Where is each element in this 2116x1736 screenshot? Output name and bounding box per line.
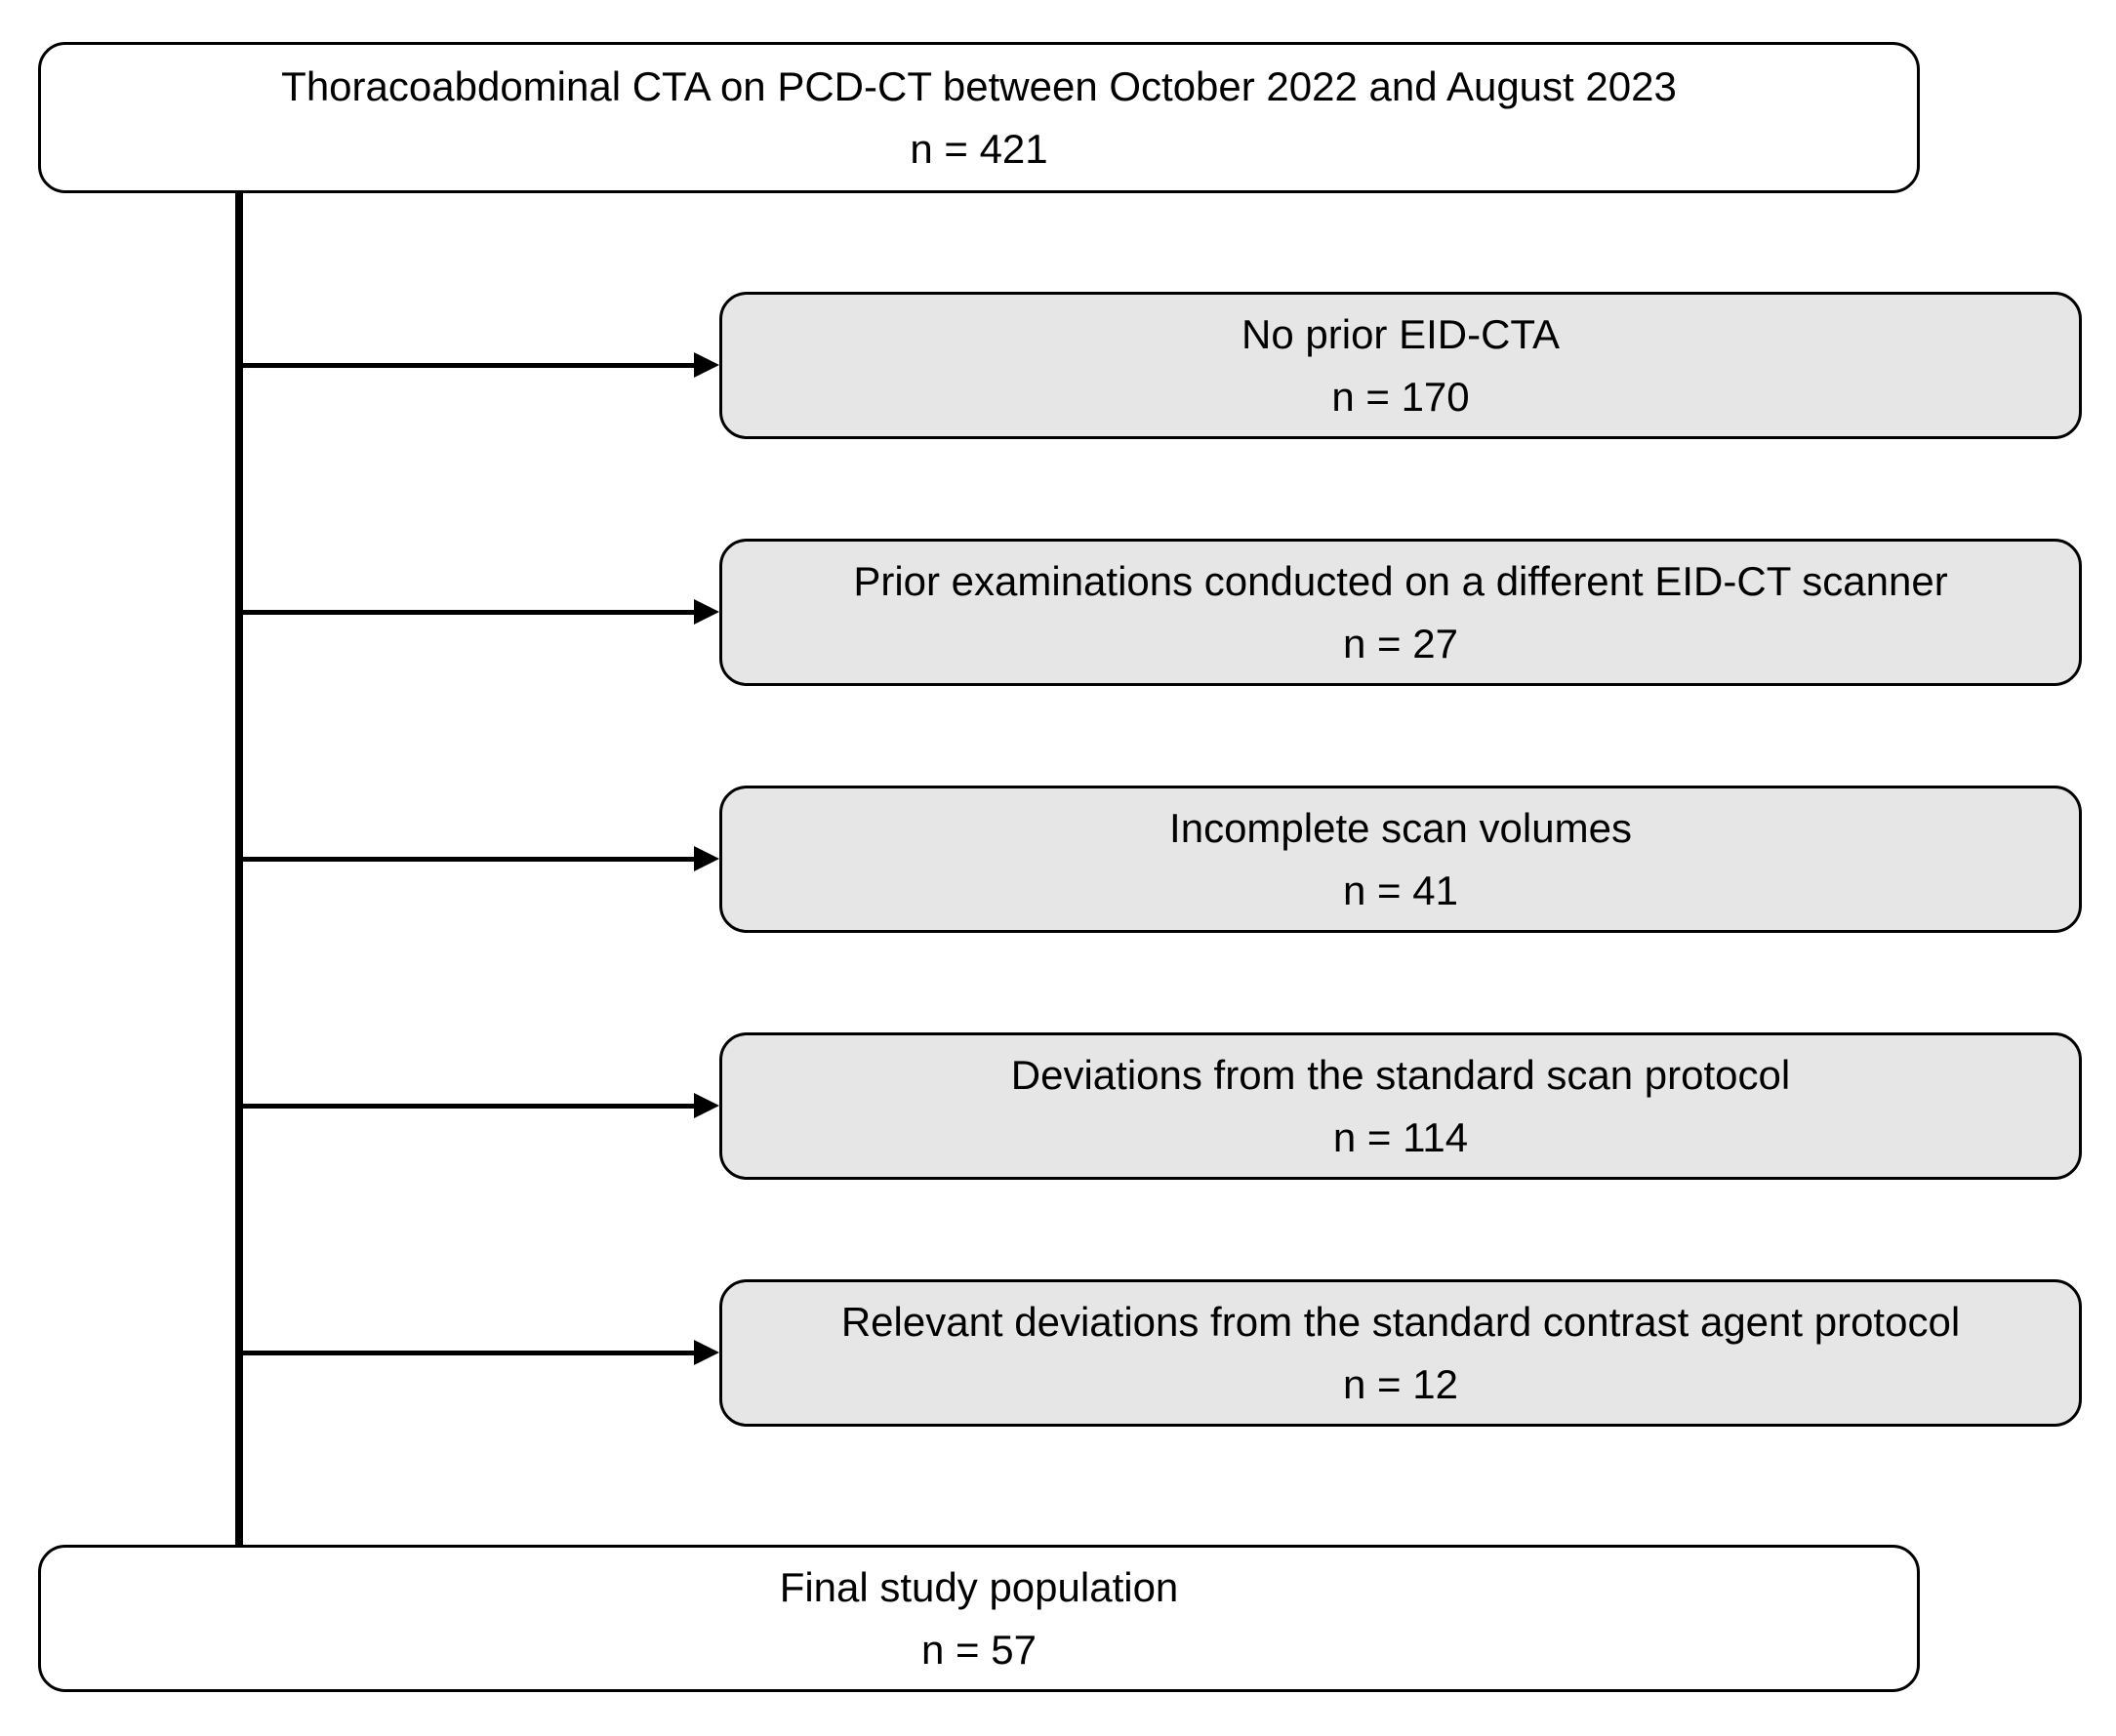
exclusion-count: n = 170 <box>1331 373 1470 420</box>
final-population-box: Final study population n = 57 <box>38 1545 1920 1692</box>
exclusion-box-scan-protocol-deviations: Deviations from the standard scan protoc… <box>719 1032 2082 1180</box>
exclusion-label: No prior EID-CTA <box>1241 310 1560 357</box>
arrow-line <box>239 362 694 368</box>
exclusion-arrow-2 <box>239 599 719 625</box>
exclusion-count: n = 114 <box>1332 1113 1469 1160</box>
arrowhead-right-icon <box>694 1093 719 1118</box>
initial-population-label: Thoracoabdominal CTA on PCD-CT between O… <box>281 62 1677 109</box>
arrowhead-right-icon <box>694 846 719 871</box>
exclusion-count: n = 41 <box>1343 867 1458 913</box>
arrow-line <box>239 609 694 615</box>
exclusion-label: Deviations from the standard scan protoc… <box>1010 1051 1791 1098</box>
arrow-line <box>239 1103 694 1109</box>
exclusion-box-no-prior-eid-cta: No prior EID-CTA n = 170 <box>719 292 2082 439</box>
exclusion-label: Prior examinations conducted on a differ… <box>853 557 1948 604</box>
exclusion-box-different-scanner: Prior examinations conducted on a differ… <box>719 539 2082 686</box>
exclusion-arrow-5 <box>239 1340 719 1365</box>
arrowhead-right-icon <box>694 599 719 625</box>
initial-population-box: Thoracoabdominal CTA on PCD-CT between O… <box>38 42 1920 193</box>
vertical-connector-line <box>235 191 243 1547</box>
arrowhead-right-icon <box>694 1340 719 1365</box>
exclusion-label: Incomplete scan volumes <box>1169 804 1632 851</box>
arrow-line <box>239 1350 694 1355</box>
exclusion-label: Relevant deviations from the standard co… <box>840 1298 1961 1345</box>
final-population-label: Final study population <box>779 1563 1179 1610</box>
exclusion-box-contrast-protocol-deviations: Relevant deviations from the standard co… <box>719 1279 2082 1427</box>
exclusion-arrow-1 <box>239 352 719 378</box>
initial-population-count: n = 421 <box>910 125 1048 172</box>
arrowhead-right-icon <box>694 352 719 378</box>
final-population-count: n = 57 <box>921 1626 1037 1673</box>
exclusion-count: n = 27 <box>1343 620 1458 666</box>
exclusion-arrow-3 <box>239 846 719 871</box>
exclusion-box-incomplete-volumes: Incomplete scan volumes n = 41 <box>719 786 2082 933</box>
arrow-line <box>239 856 694 862</box>
exclusion-count: n = 12 <box>1343 1360 1458 1407</box>
exclusion-arrow-4 <box>239 1093 719 1118</box>
